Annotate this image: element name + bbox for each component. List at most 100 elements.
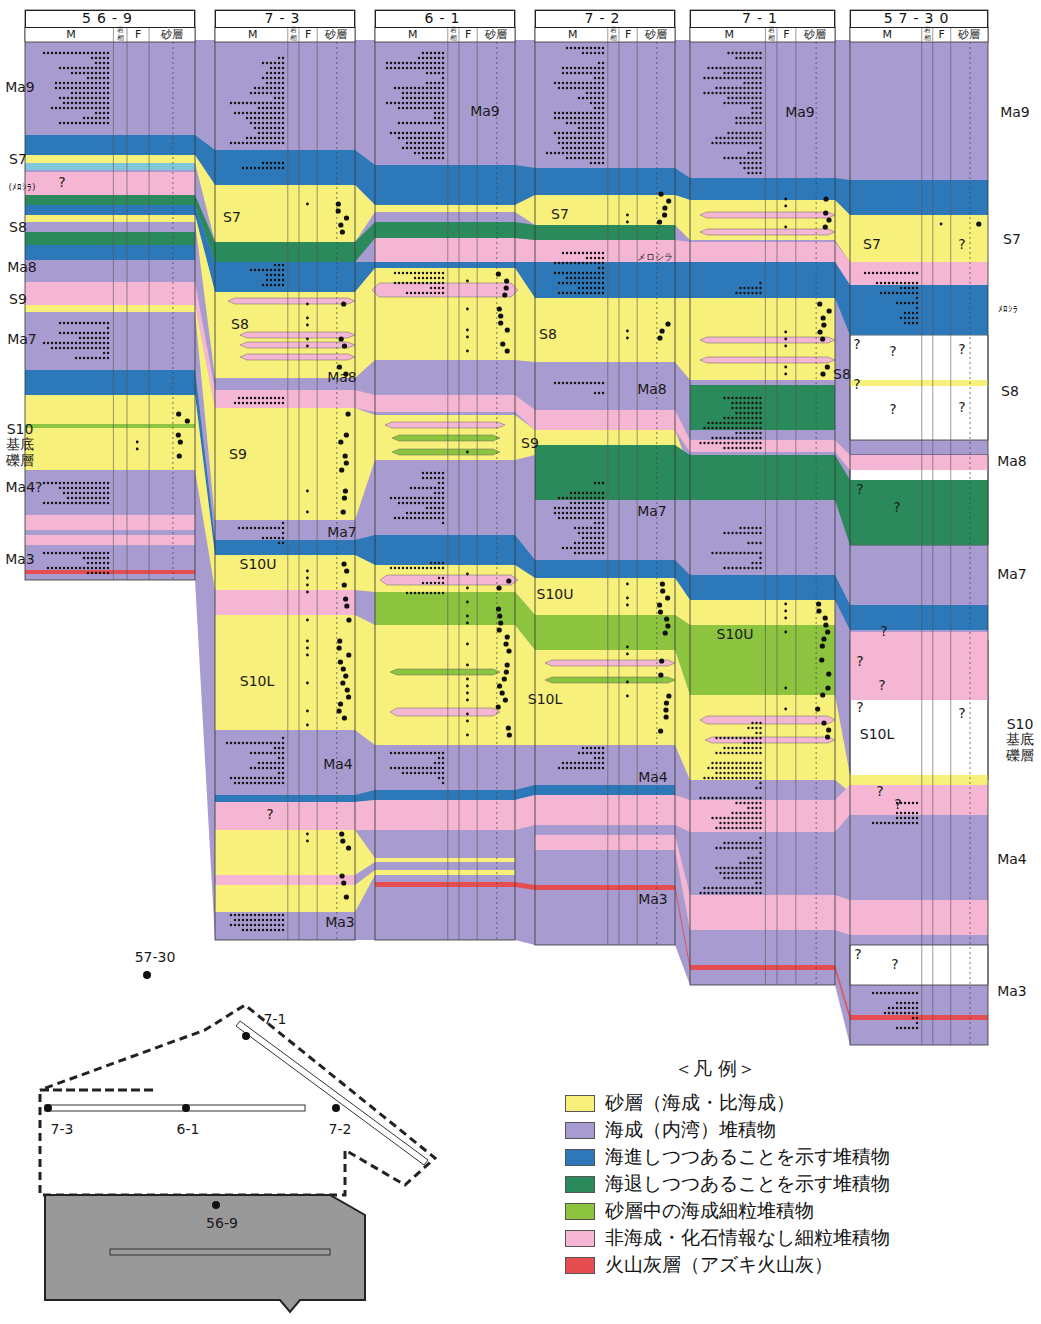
column-frame (215, 10, 355, 940)
subcolumn-line (607, 27, 608, 945)
strata-band (25, 40, 988, 1045)
legend-swatch (565, 1149, 595, 1166)
layer-label: Ma3 (5, 552, 35, 567)
layer-label: Ma9 (1000, 105, 1030, 120)
subheader-row (25, 27, 195, 42)
layer-label: S7 (551, 207, 569, 222)
layer-label: S9 (229, 447, 247, 462)
island-phase1 (45, 1195, 365, 1312)
subheader-row (535, 27, 675, 42)
map-label: 6-1 (177, 1122, 200, 1137)
layer-label: Ma9 (470, 104, 500, 119)
layer-label: Ma7 (7, 332, 37, 347)
subcolumn-line (149, 27, 150, 580)
layer-label: Ma4 (997, 852, 1027, 867)
strata-band (850, 945, 988, 985)
layer-label: Ma4 (323, 757, 353, 772)
layer-label: ? (958, 342, 965, 357)
layer-label: S10L (240, 674, 275, 689)
layer-label: S10L (860, 727, 895, 742)
lens-layer (392, 449, 500, 455)
subheader-cell: M (66, 29, 76, 41)
legend-text: 海退しつつあることを示す堆積物 (605, 1171, 890, 1197)
layer-label: Ma7 (327, 525, 357, 540)
subheader-cell: 岩相 (117, 27, 124, 42)
column-frame (850, 10, 988, 1045)
subcolumn-line (765, 27, 766, 985)
fossil-dots (386, 52, 512, 784)
subheader-cell: F (783, 29, 789, 41)
subcolumn-line (477, 27, 478, 940)
legend-text: 砂層（海成・比海成） (605, 1090, 795, 1116)
map-label: 57-30 (135, 950, 176, 965)
layer-label: ? (958, 237, 965, 252)
layer-label: S7 (9, 152, 27, 167)
borehole-name: 6-1 (425, 10, 466, 26)
layer-label: S8 (231, 317, 249, 332)
subcolumn-line (447, 27, 448, 940)
legend-swatch (565, 1257, 595, 1274)
strata-band (535, 445, 988, 545)
subheader-cell: 砂層 (645, 29, 667, 41)
layer-label: ? (958, 706, 965, 721)
layer-label: (ﾒﾛｼﾗ) (8, 183, 35, 193)
layer-label: S8 (1001, 384, 1019, 399)
subheader-row (375, 27, 515, 42)
layer-label: Ma3 (997, 984, 1027, 999)
subheader-cell: 砂層 (958, 29, 980, 41)
legend-text: 海成（内湾）堆積物 (605, 1117, 776, 1143)
column-header: 7-2 (535, 10, 675, 28)
subheader-cell: F (625, 29, 631, 41)
strata-band (25, 395, 835, 625)
layer-label: メロシラ (637, 253, 673, 263)
layer-label: Ma4 (638, 770, 668, 785)
subcolumn-line (795, 27, 796, 985)
layer-label: ? (853, 337, 860, 352)
strata-band (850, 632, 988, 700)
strata-band (25, 172, 195, 195)
lens-layer (240, 332, 355, 338)
layer-label: Ma9 (5, 80, 35, 95)
subheader-cell: F (135, 29, 141, 41)
subcolumn-line (287, 27, 288, 940)
column-frame (25, 10, 195, 580)
layer-label: S10U (537, 587, 574, 602)
sand-axis (656, 42, 657, 945)
lens-layer (545, 677, 675, 683)
layer-label: S7 (223, 210, 241, 225)
strata-band (25, 232, 195, 245)
strata-band (25, 515, 195, 530)
borehole-point (143, 971, 151, 979)
sand-axis (816, 42, 817, 985)
layer-label: Ma7 (637, 504, 667, 519)
strata-band (850, 335, 988, 440)
column-header: 7-1 (690, 10, 835, 28)
subheader-cell: 岩相 (610, 27, 617, 42)
layer-label: ? (58, 175, 65, 190)
subheader-row (850, 27, 988, 42)
borehole-name: 7-2 (585, 10, 626, 26)
runway (236, 1021, 428, 1165)
column-frame (690, 10, 835, 985)
subheader-cell: M (568, 29, 578, 41)
legend-text: 火山灰層（アズキ火山灰） (605, 1252, 833, 1278)
subheader-cell: 砂層 (804, 29, 826, 41)
legend-text: 砂層中の海成細粒堆積物 (605, 1198, 814, 1224)
layer-label: S7 (1003, 232, 1021, 247)
layer-label: Ma3 (638, 892, 668, 907)
subcolumn-line (299, 27, 300, 940)
column-header: 6-1 (375, 10, 515, 28)
layer-label: ? (880, 624, 887, 639)
column-header: 7-3 (215, 10, 355, 28)
lens-layer (240, 354, 355, 360)
layer-label: ? (891, 957, 898, 972)
legend-swatch (565, 1122, 595, 1139)
strata-band (25, 163, 195, 170)
lens-layer (390, 669, 500, 675)
layer-label: ? (893, 500, 900, 515)
layer-label: Ma9 (785, 105, 815, 120)
subheader-cell: 岩相 (768, 27, 775, 42)
subheader-row (215, 27, 355, 42)
layer-label: Ma8 (327, 370, 357, 385)
